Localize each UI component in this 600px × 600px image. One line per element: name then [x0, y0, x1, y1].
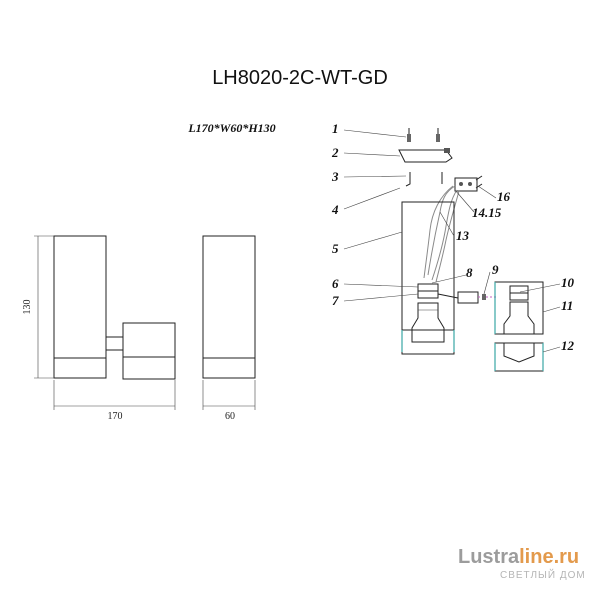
part-label-10: 10	[561, 275, 575, 290]
part-label-4: 4	[331, 202, 339, 217]
width-dim-label: 60	[225, 411, 235, 422]
part-label-3: 3	[331, 169, 339, 184]
terminal-block	[454, 175, 483, 192]
part-label-2: 2	[331, 145, 339, 160]
part-label-12: 12	[561, 338, 575, 353]
front-right-shade	[122, 322, 176, 380]
part-label-13: 13	[456, 228, 470, 243]
part-label-9: 9	[492, 262, 499, 277]
lamp-bulb	[411, 302, 445, 343]
watermark-logo: Lustraline.ru СВЕТЛЫЙ ДОМ	[458, 546, 586, 581]
side-view: 60	[202, 235, 256, 422]
height-dim-label: 130	[22, 300, 33, 315]
front-view: 130 170	[22, 235, 176, 422]
watermark-subtitle: СВЕТЛЫЙ ДОМ	[500, 568, 586, 581]
watermark-brand-orange: line.ru	[519, 546, 579, 568]
main-body-tube	[401, 201, 455, 355]
watermark-brand-gray: Lustra	[458, 546, 520, 568]
front-mount-stem	[105, 336, 124, 351]
part-label-5: 5	[332, 241, 339, 256]
part-label-1: 1	[332, 121, 339, 136]
dimensions-spec: L170*W60*H130	[187, 121, 275, 135]
front-left-shade	[53, 235, 107, 379]
wire-connector	[457, 291, 479, 304]
part-label-8: 8	[466, 265, 473, 280]
product-title: LH8020-2C-WT-GD	[212, 67, 388, 89]
length-dim-label: 170	[108, 411, 123, 422]
part-label-16: 16	[497, 189, 511, 204]
part-label-11: 11	[561, 298, 573, 313]
leader-lines	[343, 129, 561, 353]
part-label-7: 7	[332, 293, 339, 308]
part-label-6: 6	[332, 276, 339, 291]
part-label-14-15: 14.15	[472, 205, 502, 220]
svg-text:Lustraline.ru: Lustraline.ru	[458, 546, 579, 568]
side-shade	[202, 235, 256, 379]
second-shade-bottom	[494, 342, 544, 372]
mounting-plate	[398, 149, 453, 163]
exploded-view: 1 2 3 4 5 6 7 8 9 10 11 12 13 14.15 16	[331, 121, 575, 372]
